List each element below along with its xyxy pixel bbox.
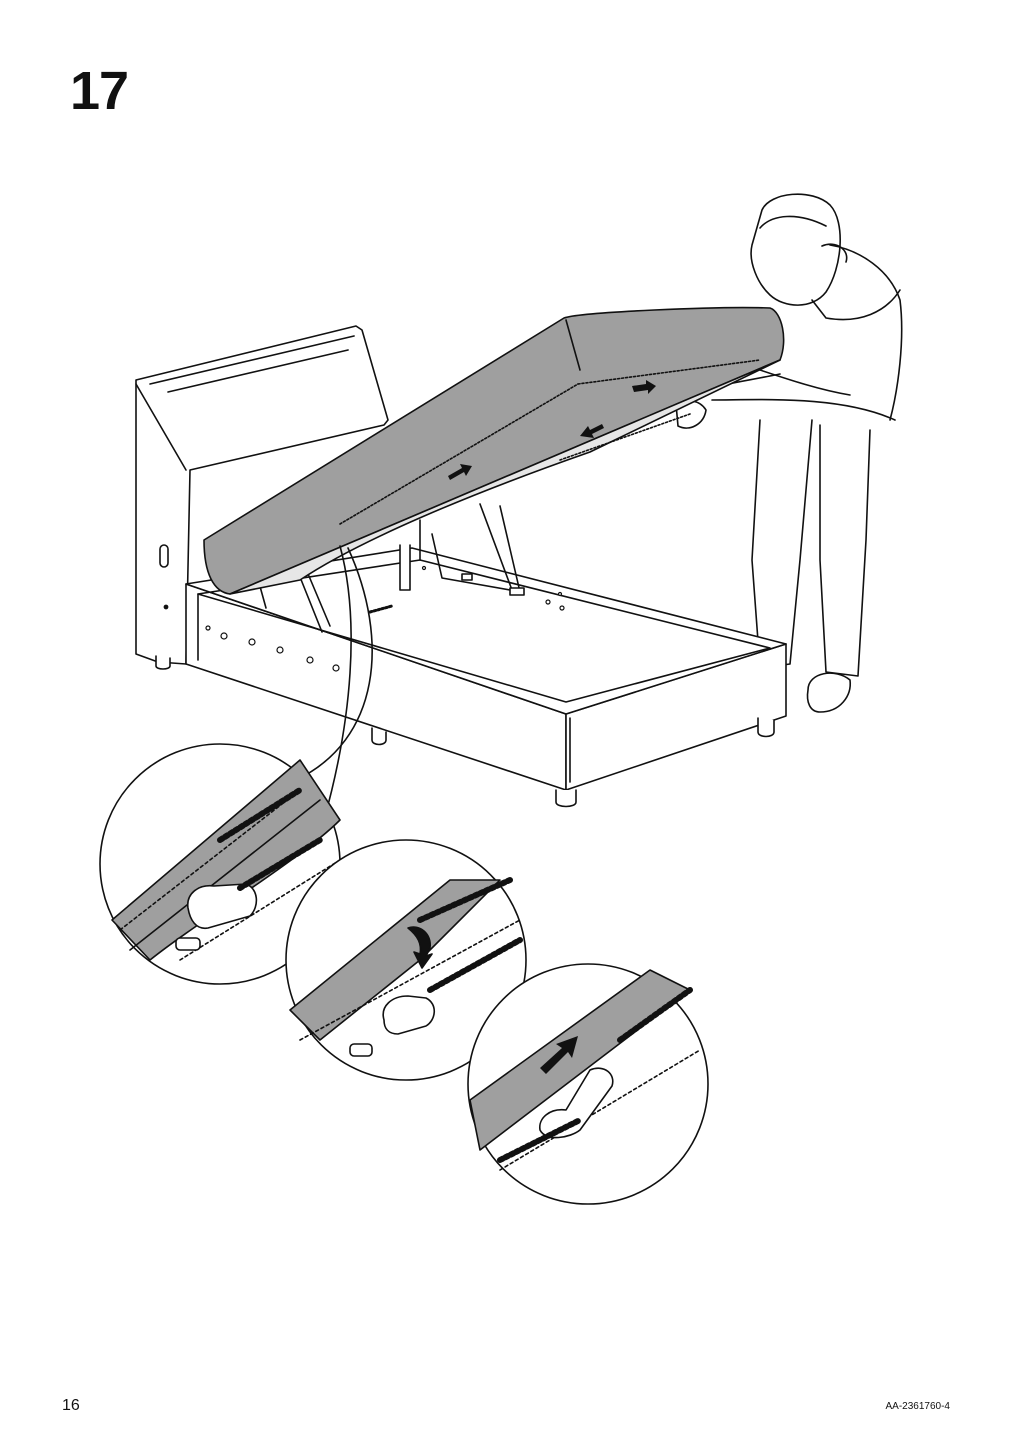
step-number: 17: [70, 61, 129, 121]
arrow-icon: [540, 1036, 578, 1074]
backrest: [135, 325, 389, 670]
page-number: 16: [62, 1397, 80, 1414]
zipper-detail-icon: [99, 743, 341, 985]
lifted-seat: [203, 306, 785, 595]
arrow-icon: [448, 380, 656, 480]
zipper-detail-icon: [285, 839, 527, 1081]
document-code: AA-2361760-4: [885, 1401, 951, 1412]
person-icon: [675, 193, 903, 713]
zipper-detail-icon: [467, 963, 709, 1205]
